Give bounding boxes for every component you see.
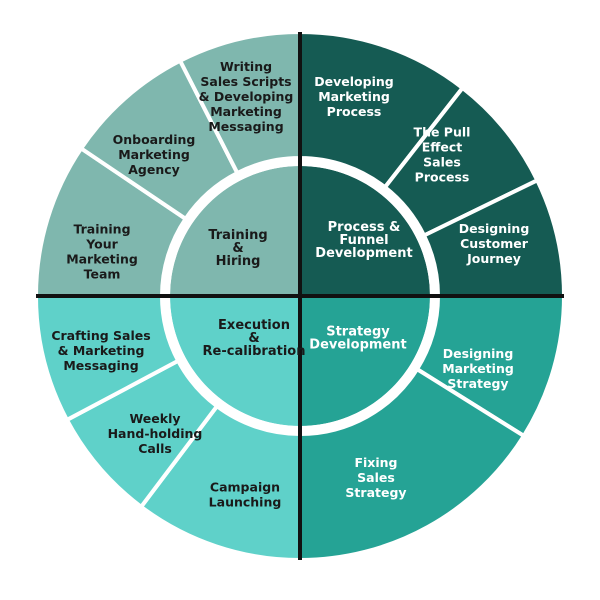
hub-process xyxy=(300,166,430,296)
quadrant-axes xyxy=(36,32,564,560)
hub-training xyxy=(170,166,300,296)
hub-label-execution: Execution&Re-calibration xyxy=(203,318,306,359)
hub-label-training: Training&Hiring xyxy=(208,228,267,269)
hub-strategy xyxy=(300,296,430,426)
hub-execution xyxy=(170,296,300,426)
